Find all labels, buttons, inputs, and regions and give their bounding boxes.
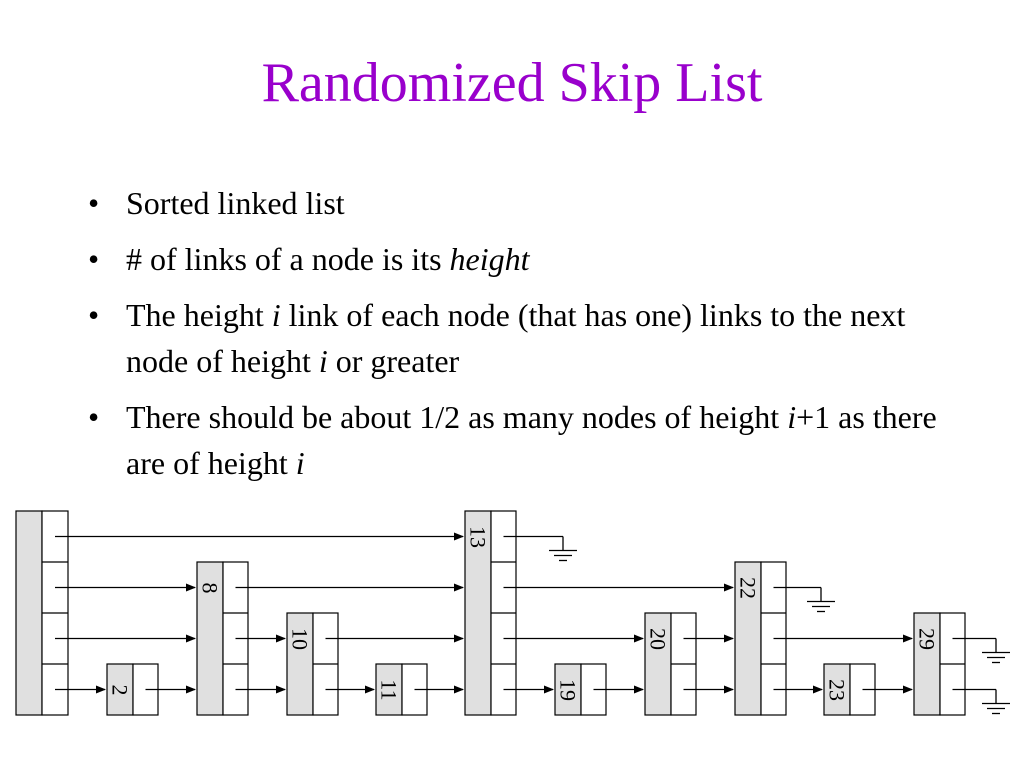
node-key-cell: [15, 510, 43, 716]
bullet-list: Sorted linked list # of links of a node i…: [88, 180, 968, 496]
node-key-cell: [106, 663, 134, 716]
node-key-label: 8: [198, 583, 223, 594]
node-key-cell: [375, 663, 403, 716]
bullet-item: There should be about 1/2 as many nodes …: [88, 394, 968, 486]
bullet-text: +1 as there are of height: [126, 399, 937, 481]
node-key-label: 19: [556, 679, 581, 701]
node-key-cell: [913, 612, 941, 716]
bullet-text: i: [318, 343, 328, 379]
node-key-label: 20: [646, 628, 671, 650]
node-key-label: 10: [288, 628, 313, 650]
bullet-text: link of each node (that has one) links t…: [126, 297, 906, 379]
bullet-item: Sorted linked list: [88, 180, 968, 226]
bullet-text: i: [295, 445, 305, 481]
node-key-cell: [196, 561, 224, 716]
bullet-text: height: [449, 241, 530, 277]
node-key-cell: [734, 561, 762, 716]
bullet-text: The height: [126, 297, 272, 333]
node-key-label: 2: [108, 685, 133, 696]
bullet-text: Sorted linked list: [126, 185, 345, 221]
node-key-label: 23: [825, 679, 850, 701]
bullet-item: The height i link of each node (that has…: [88, 292, 968, 384]
bullet-text: # of links of a node is its: [126, 241, 450, 277]
node-key-label: 22: [736, 577, 761, 599]
node-key-cell: [286, 612, 314, 716]
node-key-label: 29: [915, 628, 940, 650]
bullet-item: # of links of a node is its height: [88, 236, 968, 282]
slide-title: Randomized Skip List: [261, 52, 763, 114]
node-key-cell: [554, 663, 582, 716]
bullet-text: i: [787, 399, 797, 435]
node-key-cell: [823, 663, 851, 716]
node-key-label: 11: [377, 679, 402, 700]
bullet-text: or greater: [327, 343, 460, 379]
node-key-label: 13: [466, 526, 491, 548]
bullet-text: i: [271, 297, 281, 333]
bullet-text: There should be about 1/2 as many nodes …: [126, 399, 788, 435]
